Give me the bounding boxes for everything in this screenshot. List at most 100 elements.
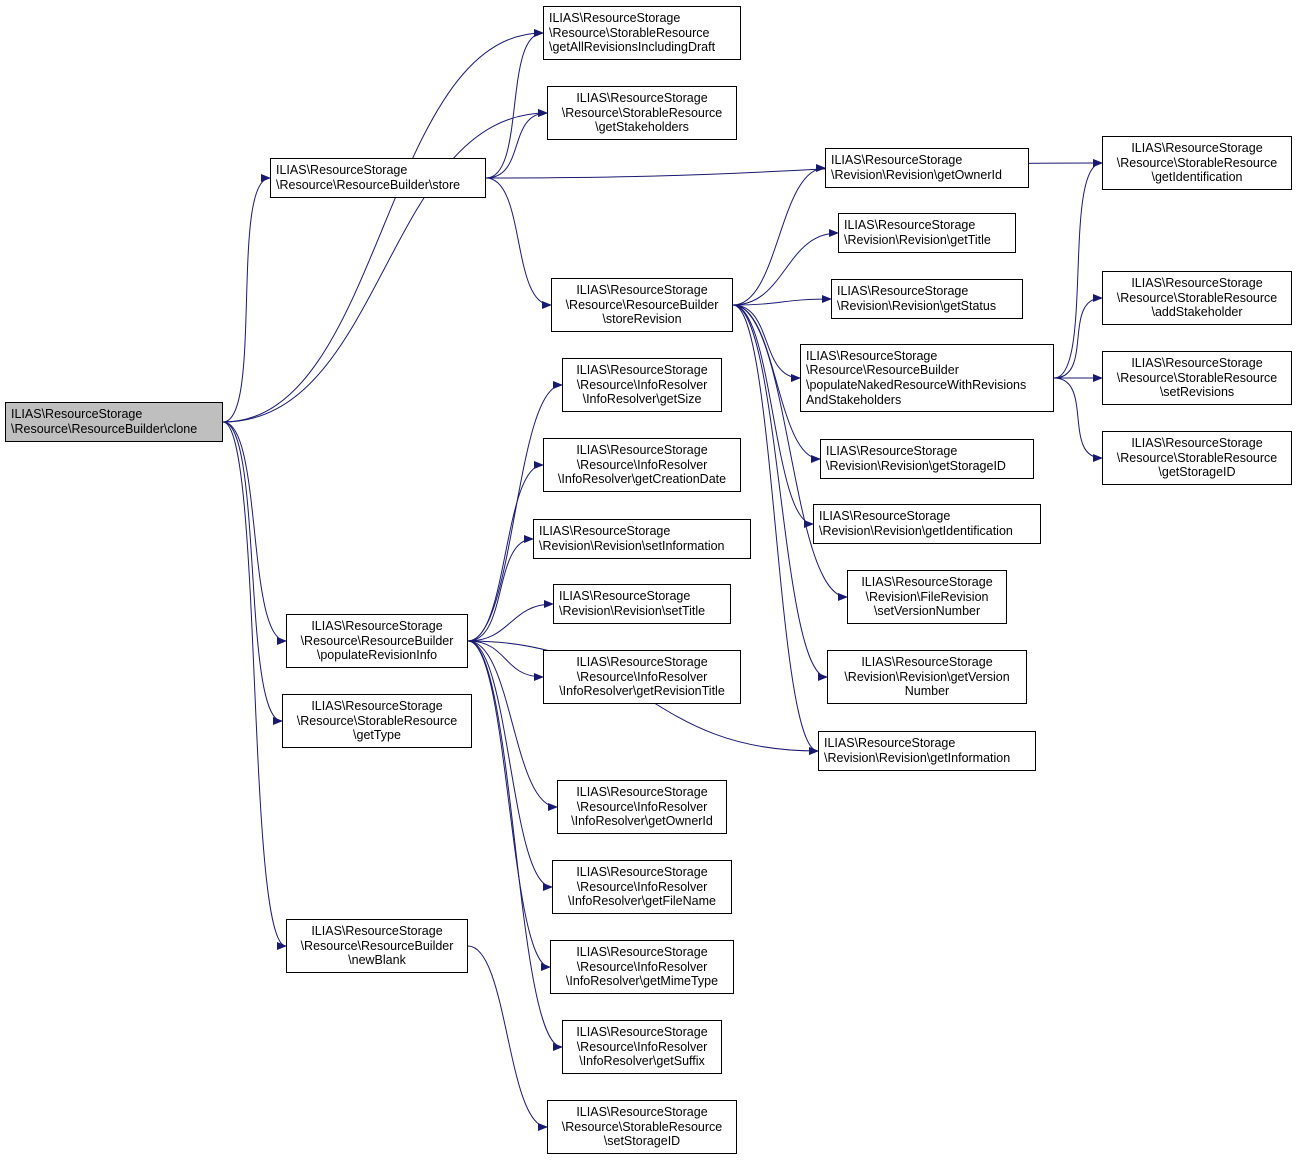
node-label-line: \setRevisions — [1159, 385, 1235, 400]
node-label-line: \Resource\StorableResource — [561, 1119, 723, 1134]
node-label-line: \Revision\Revision\getOwnerId — [831, 168, 1002, 182]
node-label-line: \Resource\StorableResource — [1116, 155, 1278, 170]
edge-store-revision-to-fr-set-version-number — [732, 304, 848, 601]
node-rev-set-title[interactable]: ILIAS\ResourceStorage\Revision\Revision\… — [553, 584, 731, 624]
node-label-line: ILIAS\ResourceStorage — [311, 699, 443, 714]
node-label-line: ILIAS\ResourceStorage — [549, 11, 681, 26]
node-ir-get-suffix[interactable]: ILIAS\ResourceStorage\Resource\InfoResol… — [562, 1020, 722, 1074]
node-sr-get-storage-id[interactable]: ILIAS\ResourceStorage\Resource\StorableR… — [1102, 431, 1292, 485]
node-store-revision[interactable]: ILIAS\ResourceStorage\Resource\ResourceB… — [551, 278, 733, 332]
node-label-line: ILIAS\ResourceStorage — [576, 1105, 708, 1120]
edge-store-revision-to-rev-get-title — [732, 229, 839, 306]
edge-store-revision-to-rev-get-status — [732, 295, 832, 306]
node-label-line: \Resource\StorableResource — [1116, 450, 1278, 465]
node-get-type[interactable]: ILIAS\ResourceStorage\Resource\StorableR… — [282, 694, 472, 748]
node-label-line: Number — [904, 684, 950, 699]
node-label-line: \Resource\StorableResource — [549, 25, 710, 40]
node-get-stakeholders[interactable]: ILIAS\ResourceStorage\Resource\StorableR… — [547, 86, 737, 140]
node-label-line: ILIAS\ResourceStorage — [559, 589, 691, 604]
node-label-line: \InfoResolver\getSize — [582, 392, 702, 407]
node-label-line: \newBlank — [348, 953, 406, 968]
node-label-line: \populateRevisionInfo — [316, 648, 438, 663]
node-sr-set-storage-id[interactable]: ILIAS\ResourceStorage\Resource\StorableR… — [547, 1100, 737, 1154]
node-rev-set-information[interactable]: ILIAS\ResourceStorage\Revision\Revision\… — [533, 519, 751, 559]
node-rev-get-title[interactable]: ILIAS\ResourceStorage\Revision\Revision\… — [838, 213, 1016, 253]
node-label-line: \Resource\InfoResolver — [576, 669, 708, 684]
node-rev-get-storage-id[interactable]: ILIAS\ResourceStorage\Revision\Revision\… — [820, 439, 1034, 479]
edge-clone-to-new-blank — [222, 421, 287, 950]
edge-store-revision-to-rev-get-owner-id — [732, 164, 826, 306]
node-label-line: \Resource\InfoResolver — [576, 959, 708, 974]
node-label-line: \Resource\ResourceBuilder — [300, 633, 454, 648]
node-label-line: \Revision\Revision\setInformation — [539, 539, 725, 553]
edge-clone-to-get-type — [222, 421, 283, 725]
node-label-line: \Resource\InfoResolver — [576, 1039, 708, 1054]
node-ir-get-size[interactable]: ILIAS\ResourceStorage\Resource\InfoResol… — [562, 358, 722, 412]
edge-store-revision-to-populate-naked — [732, 304, 801, 382]
node-fr-set-version-number[interactable]: ILIAS\ResourceStorage\Revision\FileRevis… — [847, 570, 1007, 624]
node-label-line: \Revision\Revision\getStorageID — [826, 459, 1006, 473]
node-ir-get-creation-date[interactable]: ILIAS\ResourceStorage\Resource\InfoResol… — [543, 438, 741, 492]
node-rev-get-version-number[interactable]: ILIAS\ResourceStorage\Revision\Revision\… — [827, 650, 1027, 704]
node-label-line: \Resource\ResourceBuilder\store — [276, 178, 461, 192]
edge-populate-revision-info-to-rev-set-information — [467, 535, 534, 642]
edge-clone-to-get-all-revisions-including-draft — [222, 29, 544, 423]
edge-populate-revision-info-to-ir-get-size — [467, 381, 563, 642]
node-label-line: \addStakeholder — [1151, 305, 1243, 320]
node-label-line: \Revision\Revision\setTitle — [559, 604, 706, 618]
node-ir-get-owner-id[interactable]: ILIAS\ResourceStorage\Resource\InfoResol… — [557, 780, 727, 834]
edge-store-revision-to-rev-get-information — [732, 304, 819, 755]
node-clone[interactable]: ILIAS\ResourceStorage\Resource\ResourceB… — [5, 402, 223, 442]
node-label-line: ILIAS\ResourceStorage — [831, 153, 963, 168]
node-label-line: \getAllRevisionsIncludingDraft — [549, 40, 716, 55]
edge-clone-to-populate-revision-info — [222, 421, 287, 645]
node-store[interactable]: ILIAS\ResourceStorage\Resource\ResourceB… — [270, 158, 486, 198]
node-rev-get-identification[interactable]: ILIAS\ResourceStorage\Revision\Revision\… — [813, 504, 1041, 544]
node-sr-add-stakeholder[interactable]: ILIAS\ResourceStorage\Resource\StorableR… — [1102, 271, 1292, 325]
node-label-line: ILIAS\ResourceStorage — [861, 575, 993, 590]
node-label-line: ILIAS\ResourceStorage — [11, 407, 143, 422]
node-label-line: \Resource\InfoResolver — [576, 799, 708, 814]
node-ir-get-mime-type[interactable]: ILIAS\ResourceStorage\Resource\InfoResol… — [550, 940, 734, 994]
node-sr-set-revisions[interactable]: ILIAS\ResourceStorage\Resource\StorableR… — [1102, 351, 1292, 405]
node-rev-get-status[interactable]: ILIAS\ResourceStorage\Revision\Revision\… — [831, 279, 1023, 319]
node-label-line: \Resource\StorableResource — [1116, 290, 1278, 305]
edge-populate-revision-info-to-ir-get-mime-type — [467, 640, 551, 971]
node-label-line: \getType — [353, 728, 401, 743]
edge-populate-revision-info-to-ir-get-creation-date — [467, 461, 544, 642]
edge-populate-naked-to-sr-add-stakeholder — [1053, 294, 1103, 379]
edge-populate-revision-info-to-rev-set-title — [467, 600, 554, 642]
node-populate-revision-info[interactable]: ILIAS\ResourceStorage\Resource\ResourceB… — [286, 614, 468, 668]
node-label-line: ILIAS\ResourceStorage — [576, 443, 708, 458]
node-populate-naked[interactable]: ILIAS\ResourceStorage\Resource\ResourceB… — [800, 344, 1054, 412]
edge-store-to-get-all-revisions-including-draft — [485, 29, 544, 179]
node-label-line: \InfoResolver\getOwnerId — [571, 814, 713, 829]
node-ir-get-file-name[interactable]: ILIAS\ResourceStorage\Resource\InfoResol… — [552, 860, 732, 914]
node-get-all-revisions-including-draft[interactable]: ILIAS\ResourceStorage\Resource\StorableR… — [543, 6, 741, 60]
node-label-line: \Resource\StorableResource — [1116, 370, 1278, 385]
node-label-line: \Revision\FileRevision — [865, 589, 989, 604]
node-label-line: \setVersionNumber — [873, 604, 981, 619]
node-label-line: \InfoResolver\getMimeType — [565, 974, 719, 989]
node-ir-get-revision-title[interactable]: ILIAS\ResourceStorage\Resource\InfoResol… — [543, 650, 741, 704]
node-label-line: \InfoResolver\getFileName — [568, 894, 716, 909]
node-label-line: ILIAS\ResourceStorage — [576, 1025, 708, 1040]
node-label-line: ILIAS\ResourceStorage — [861, 655, 993, 670]
node-rev-get-owner-id[interactable]: ILIAS\ResourceStorage\Revision\Revision\… — [825, 148, 1029, 188]
node-label-line: \Resource\InfoResolver — [576, 879, 708, 894]
edge-store-to-get-stakeholders — [485, 109, 548, 179]
node-rev-get-information[interactable]: ILIAS\ResourceStorage\Revision\Revision\… — [818, 731, 1036, 771]
node-label-line: ILIAS\ResourceStorage — [311, 924, 443, 939]
node-label-line: \Resource\InfoResolver — [576, 377, 708, 392]
node-new-blank[interactable]: ILIAS\ResourceStorage\Resource\ResourceB… — [286, 919, 468, 973]
node-label-line: \Revision\Revision\getTitle — [844, 233, 991, 247]
node-sr-get-identification[interactable]: ILIAS\ResourceStorage\Resource\StorableR… — [1102, 136, 1292, 190]
node-label-line: ILIAS\ResourceStorage — [576, 785, 708, 800]
node-label-line: ILIAS\ResourceStorage — [819, 509, 951, 524]
node-label-line: ILIAS\ResourceStorage — [1131, 356, 1263, 371]
node-label-line: ILIAS\ResourceStorage — [576, 363, 708, 378]
node-label-line: ILIAS\ResourceStorage — [576, 865, 708, 880]
edge-clone-to-store — [222, 174, 271, 423]
node-label-line: \Resource\ResourceBuilder — [565, 297, 719, 312]
